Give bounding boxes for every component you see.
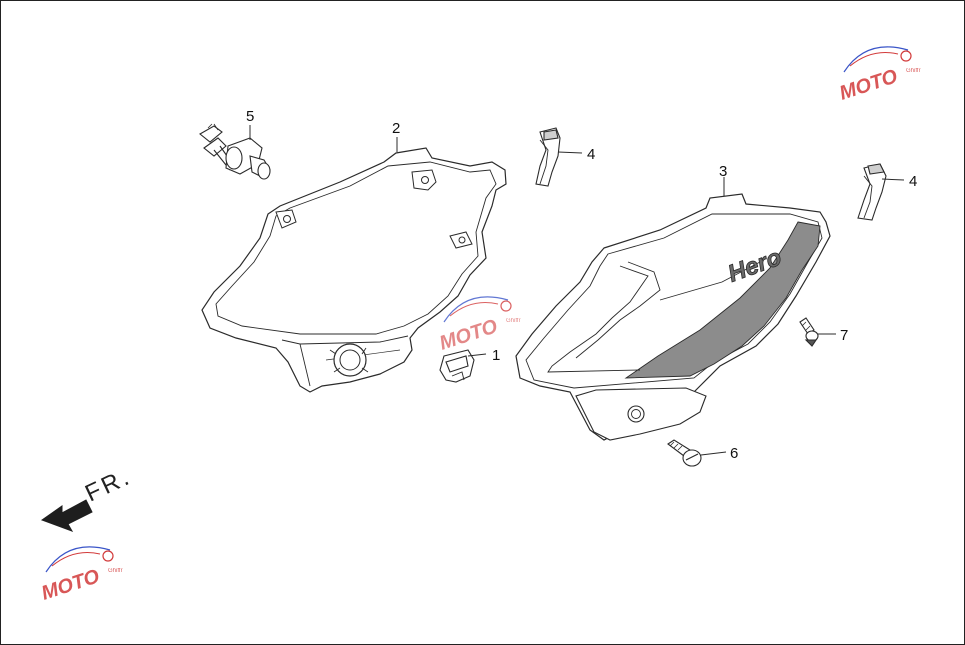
callout-7: 7 (840, 327, 848, 344)
callout-3: 3 (719, 163, 727, 180)
screw (667, 439, 702, 467)
callout-4-right: 4 (909, 173, 917, 190)
watermark-top-right: MOTO Ghiffr (837, 46, 921, 105)
callout-2: 2 (392, 120, 400, 137)
clip (439, 349, 475, 383)
watermark-tagline: Ghiffr (108, 568, 123, 574)
lock-assembly (199, 123, 271, 180)
watermark-center: MOTO Ghiffr (437, 296, 521, 355)
callout-1: 1 (492, 347, 500, 364)
leader-4b (881, 178, 905, 181)
callout-6: 6 (730, 445, 738, 462)
leader-6 (700, 451, 727, 456)
left-side-cover (201, 147, 507, 393)
front-direction-label: FR. (81, 463, 136, 508)
grommet-right (857, 163, 887, 221)
watermark-moto-text: MOTO (837, 65, 901, 104)
leader-1 (467, 353, 487, 357)
right-side-cover (515, 193, 831, 441)
watermark-bottom-left: MOTO Ghiffr (39, 546, 123, 605)
front-direction-arrow (40, 499, 93, 532)
bolt (799, 317, 819, 347)
hero-stripe (624, 221, 821, 379)
callout-5: 5 (246, 108, 254, 125)
grommet-left (535, 127, 561, 187)
leader-lines (249, 125, 905, 456)
leader-4a (557, 151, 583, 154)
watermark-tagline: Ghiffr (506, 318, 521, 324)
callout-4-left: 4 (587, 146, 595, 163)
watermark-tagline: Ghiffr (906, 68, 921, 74)
watermark-moto-text: MOTO (39, 565, 103, 604)
